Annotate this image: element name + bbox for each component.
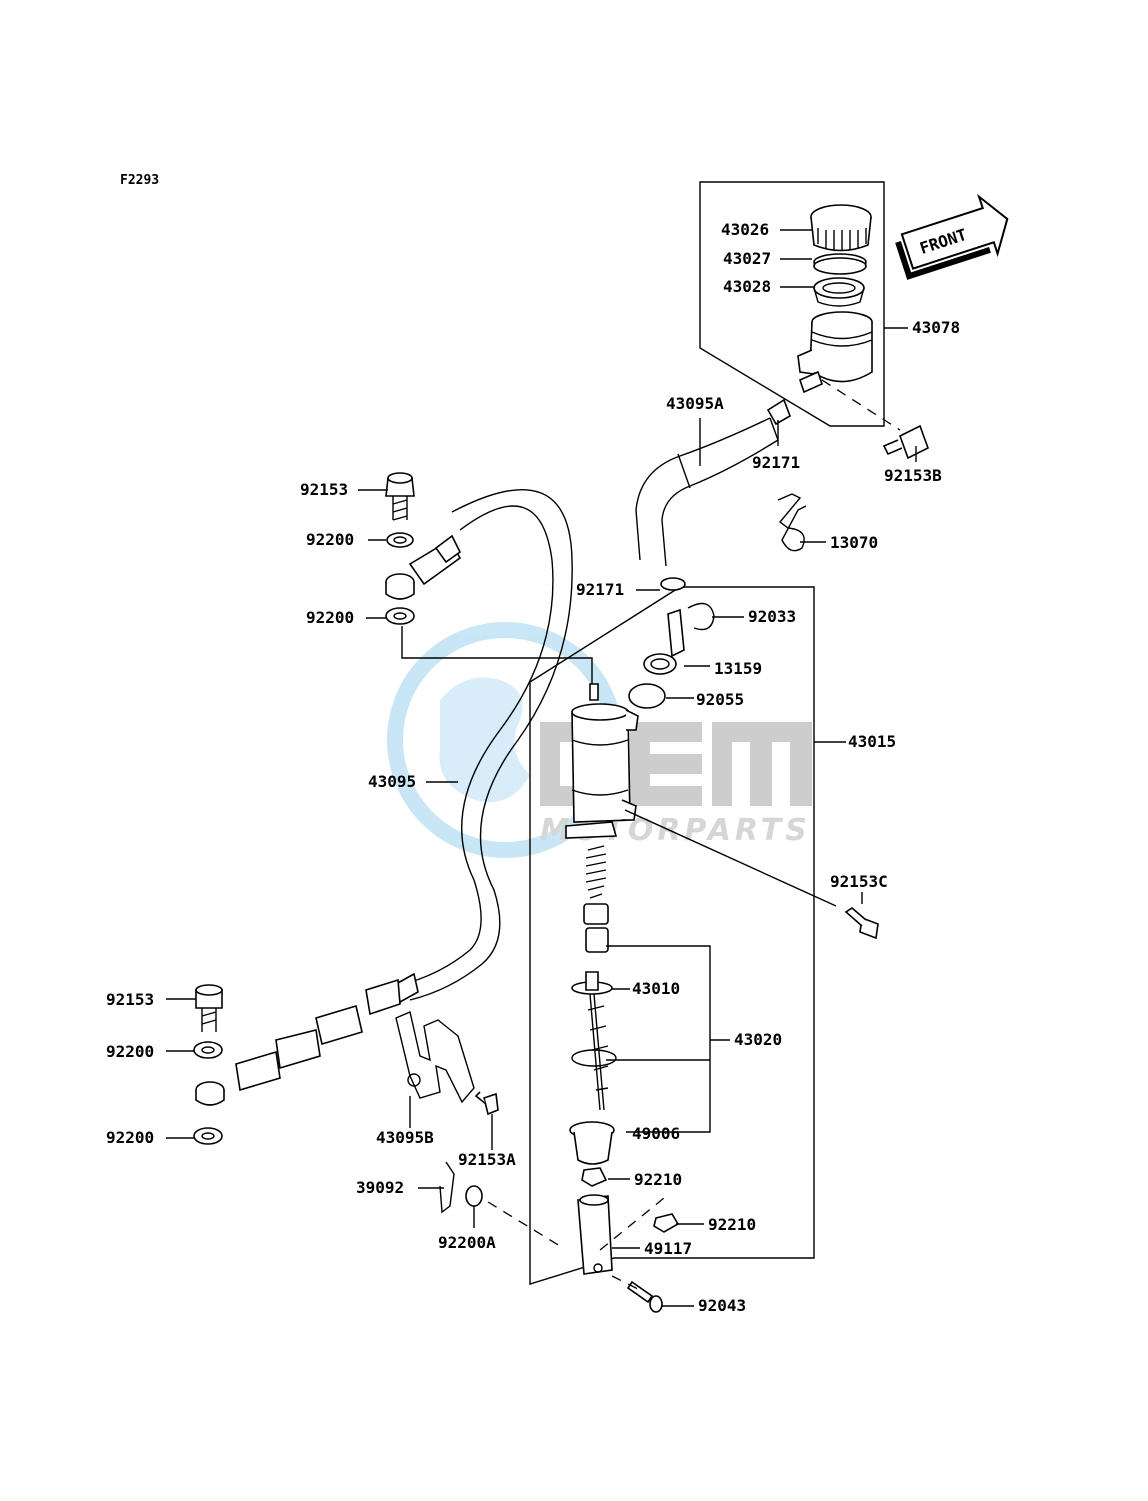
- label-92033: 92033: [748, 607, 796, 626]
- washer-92200a: [386, 532, 414, 548]
- bolt-92153-top: [385, 472, 415, 521]
- label-43028: 43028: [723, 277, 771, 296]
- diagram-code: F2293: [120, 173, 159, 188]
- washer-92200d: [193, 1127, 223, 1145]
- label-92200a: 92200A: [438, 1233, 496, 1252]
- banjo-top: [385, 534, 462, 600]
- label-92200-d: 92200: [106, 1128, 154, 1147]
- circlip-43020: [571, 1049, 617, 1067]
- label-43010: 43010: [632, 979, 680, 998]
- washer-92200b: [385, 607, 415, 625]
- watermark-continents: [439, 677, 530, 803]
- label-43095a: 43095A: [666, 394, 724, 413]
- cotter-pin-39092: [439, 1161, 455, 1214]
- label-92171-mid: 92171: [576, 580, 624, 599]
- label-92153-bottom: 92153: [106, 990, 154, 1009]
- bolt-92153c: [844, 906, 879, 940]
- label-92200-b: 92200: [306, 608, 354, 627]
- label-43078: 43078: [912, 318, 960, 337]
- label-92153a: 92153A: [458, 1150, 516, 1169]
- label-92153b: 92153B: [884, 466, 942, 485]
- watermark-letter-e: [630, 722, 702, 806]
- reservoir-body: [797, 311, 873, 394]
- reservoir-hose: [635, 417, 779, 567]
- washer-92200c: [193, 1041, 223, 1059]
- reservoir-kit-box: [699, 181, 885, 427]
- label-92171-top: 92171: [752, 453, 800, 472]
- label-43027: 43027: [723, 249, 771, 268]
- label-92043: 92043: [698, 1296, 746, 1315]
- clevis-49117: [577, 1194, 613, 1275]
- washer-92200a-small: [465, 1185, 483, 1207]
- watermark-letter-m: [712, 722, 812, 806]
- diaphragm-plate: [813, 253, 867, 275]
- label-43095: 43095: [368, 772, 416, 791]
- spring: [585, 845, 607, 899]
- label-43095b: 43095B: [376, 1128, 434, 1147]
- label-43020: 43020: [734, 1030, 782, 1049]
- label-43015: 43015: [848, 732, 896, 751]
- hose-clamp-mid: [660, 577, 686, 591]
- label-92153c: 92153C: [830, 872, 888, 891]
- label-92210-b: 92210: [708, 1215, 756, 1234]
- brake-hose: [399, 489, 573, 1001]
- front-arrow-icon: FRONT: [895, 193, 1009, 280]
- hose-clamp-top: [766, 398, 791, 426]
- label-92210-a: 92210: [634, 1170, 682, 1189]
- reservoir-cap: [810, 204, 872, 252]
- label-92153-top: 92153: [300, 480, 348, 499]
- circlip-92033: [687, 602, 715, 631]
- diaphragm: [813, 277, 865, 307]
- bolt-92153b: [882, 424, 929, 460]
- banjo-bottom: [195, 972, 419, 1106]
- hose-joint-13159: [643, 608, 685, 675]
- o-ring-92055: [628, 683, 666, 709]
- label-49006: 49006: [632, 1124, 680, 1143]
- bolt-92153-bottom: [195, 984, 223, 1032]
- hose-guide-43095b: [395, 1011, 475, 1104]
- piston-cups: [583, 903, 609, 953]
- nut-92210a: [581, 1167, 608, 1187]
- label-39092: 39092: [356, 1178, 404, 1197]
- label-92200-c: 92200: [106, 1042, 154, 1061]
- label-49117: 49117: [644, 1239, 692, 1258]
- callout-labels: 43026 43027 43028 43078 43095A 92171 921…: [106, 220, 960, 1315]
- master-cylinder-body: [565, 683, 639, 839]
- push-rod: [571, 971, 613, 1111]
- label-92055: 92055: [696, 690, 744, 709]
- bolt-92153a: [474, 1091, 499, 1116]
- label-43026: 43026: [721, 220, 769, 239]
- clip-13070: [777, 493, 807, 552]
- label-13070: 13070: [830, 533, 878, 552]
- label-92200-a: 92200: [306, 530, 354, 549]
- label-13159: 13159: [714, 659, 762, 678]
- nut-92210b: [653, 1213, 680, 1233]
- dust-boot-49006: [569, 1121, 615, 1165]
- leader-lines: [166, 229, 917, 1307]
